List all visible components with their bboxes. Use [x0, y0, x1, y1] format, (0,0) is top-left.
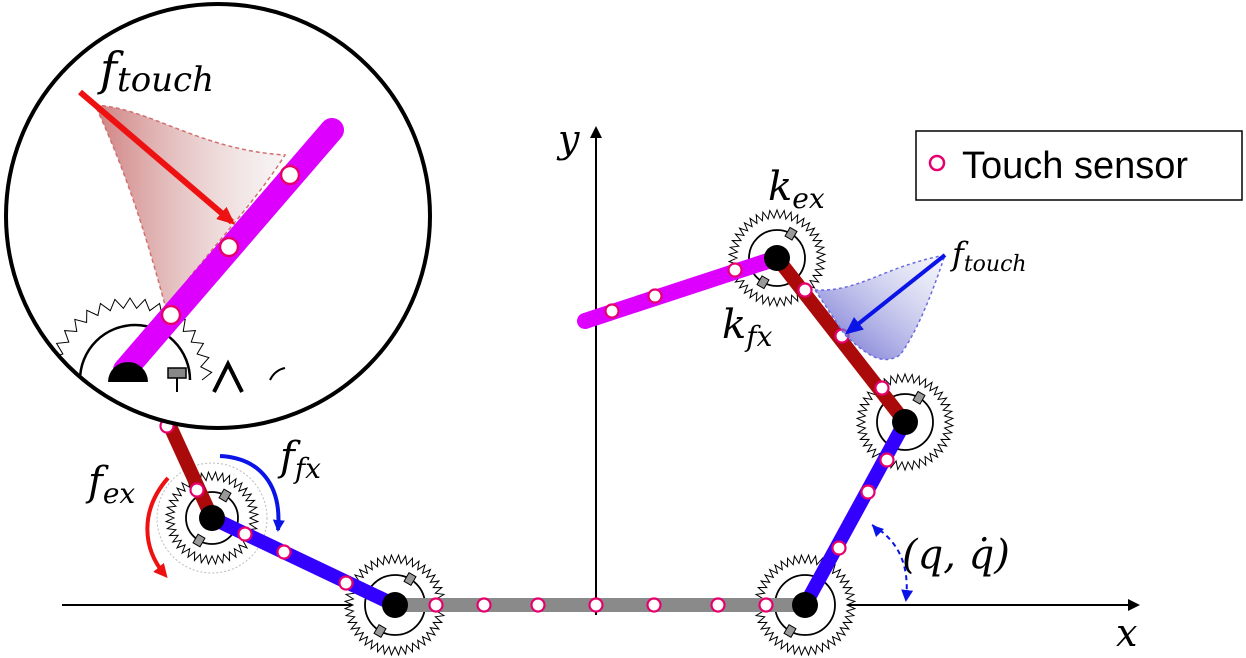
f-ex-label: fex	[85, 459, 135, 510]
touch-sensor	[189, 482, 205, 498]
f-fx-label: ffx	[277, 434, 321, 485]
inset-border	[4, 2, 432, 430]
touch-sensor	[476, 597, 492, 613]
x-axis-label: x	[1116, 611, 1137, 655]
touch-sensor	[831, 540, 847, 556]
joint-base-right	[792, 592, 818, 618]
inset-touch-cone	[93, 104, 287, 306]
k-fx-label: kfx	[722, 302, 773, 353]
state-label: (q, q̇)	[902, 532, 1010, 578]
y-axis-label: y	[556, 117, 580, 161]
inset-touch-sensor	[279, 164, 301, 186]
touch-sensor	[604, 303, 620, 319]
legend-label: Touch sensor	[962, 145, 1188, 187]
joint-angle-arrow	[871, 524, 914, 602]
inset-touch-sensor	[160, 304, 182, 326]
legend-sensor-marker	[928, 154, 946, 172]
touch-sensor	[860, 484, 876, 500]
touch-sensor	[710, 597, 726, 613]
inset-touch-force-arrow	[78, 89, 236, 225]
inset-touch-sensor	[218, 236, 240, 258]
touch-sensor	[727, 262, 743, 278]
touch-force-arrow-right	[844, 253, 947, 335]
joint-left-elbow-outline	[156, 462, 268, 574]
inset-magnifier: ftouch	[4, 2, 432, 430]
joint-right-wrist	[764, 245, 790, 271]
torque-arrow-ex	[145, 476, 170, 579]
link-right-blue	[798, 418, 912, 609]
legend-box	[915, 130, 1243, 201]
touch-sensor	[588, 597, 604, 613]
legend: Touch sensor	[915, 130, 1243, 201]
touch-sensor	[646, 597, 662, 613]
touch-sensors	[159, 262, 895, 613]
touch-sensor	[428, 597, 444, 613]
k-ex-label: kex	[768, 164, 825, 215]
touch-sensor	[276, 544, 292, 560]
torque-arrow-fx	[219, 454, 285, 532]
f-touch-label-inset: ftouch	[97, 42, 214, 100]
touch-sensor	[237, 526, 253, 542]
inset-joint-spring	[47, 297, 213, 381]
inset-joint	[108, 362, 148, 382]
touch-sensor	[874, 380, 890, 396]
touch-sensor	[758, 597, 774, 613]
touch-sensor	[530, 597, 546, 613]
joint-right-elbow	[892, 409, 918, 435]
joint-base-left	[382, 592, 408, 618]
touch-sensor	[879, 452, 895, 468]
touch-sensor	[338, 575, 354, 591]
inset-joint-ring	[78, 323, 192, 381]
inset-joint-clip	[167, 367, 187, 379]
joint-left-elbow	[199, 505, 225, 531]
inset-glyph-fragment	[212, 359, 244, 393]
touch-sensor	[797, 282, 813, 298]
touch-sensor	[647, 288, 663, 304]
f-touch-label-right: ftouch	[950, 235, 1027, 277]
